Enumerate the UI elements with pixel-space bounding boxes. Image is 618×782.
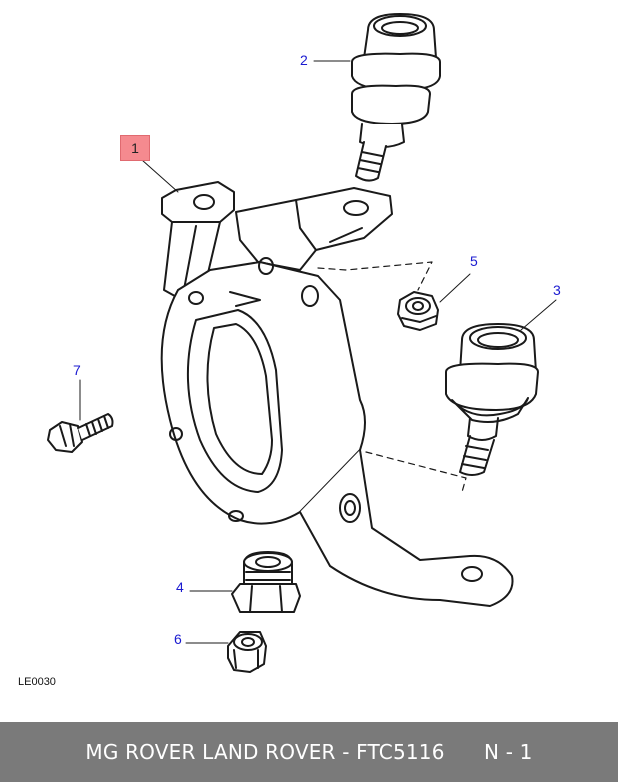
part-5-nut[interactable] <box>397 291 439 331</box>
part-4-threaded-bush[interactable] <box>231 551 301 613</box>
callout-5[interactable]: 5 <box>470 253 478 269</box>
diagram-code: LE0030 <box>18 676 56 688</box>
footer-text: MG ROVER LAND ROVER - FTC5116 N - 1 <box>85 740 533 764</box>
callout-1-highlighted[interactable]: 1 <box>120 135 150 161</box>
part-3-lower-ball-joint[interactable] <box>445 323 539 476</box>
footer-bar: MG ROVER LAND ROVER - FTC5116 N - 1 <box>0 722 618 782</box>
callout-4[interactable]: 4 <box>176 579 184 595</box>
callout-6[interactable]: 6 <box>174 631 182 647</box>
parts-diagram: 2 1 5 3 7 4 6 LE0030 <box>18 13 561 688</box>
part-6-nut[interactable] <box>227 631 267 673</box>
part-7-bolt[interactable] <box>47 413 114 453</box>
callout-3[interactable]: 3 <box>553 282 561 298</box>
part-2-upper-ball-joint[interactable] <box>351 13 441 182</box>
callout-2[interactable]: 2 <box>300 52 308 68</box>
callout-7[interactable]: 7 <box>73 362 81 378</box>
parts-drawing <box>47 13 557 673</box>
part-1-swivel-hub[interactable] <box>160 181 514 607</box>
